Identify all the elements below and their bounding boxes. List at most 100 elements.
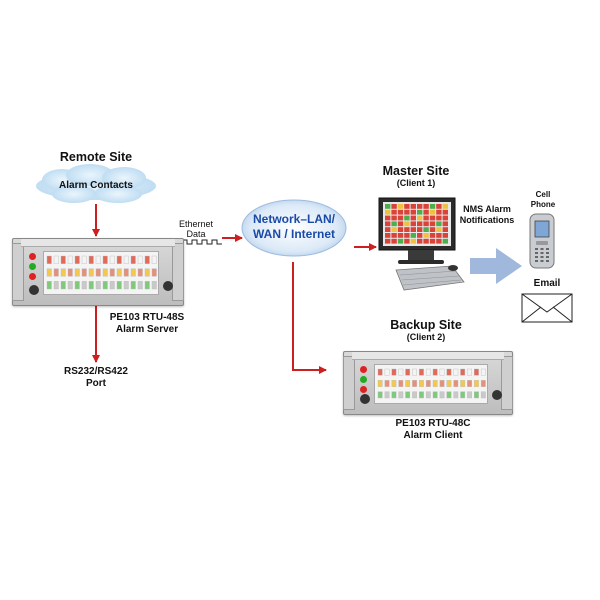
alarm-point-panel [43,251,159,295]
network-line-1: Network–LAN/ [252,212,335,226]
alarm-point-cell [391,380,397,387]
network-line-2: WAN / Internet [252,227,335,241]
screen-alarm-cell [442,215,448,221]
screen-alarm-cell [397,221,404,227]
alarm-point-cell [144,255,150,264]
alarm-point-cell [377,391,383,399]
client-role: Alarm Client [403,430,463,441]
alarm-point-cell [95,268,101,277]
alarm-point-cell [123,255,129,264]
server-label: PE103 RTU-48S Alarm Server [92,312,202,336]
nms-line-1: NMS Alarm [463,204,511,214]
screen-alarm-cell [410,221,416,227]
alarm-contacts-cloud-shape [36,164,156,203]
master-site-title: Master Site [382,164,450,178]
port-label: RS232/RS422 Port [46,366,146,390]
screen-alarm-cell [423,209,429,215]
screen-alarm-cell [397,215,404,221]
screen-alarm-cell [385,204,391,209]
alarm-point-cell [130,255,136,264]
alarm-point-cell [405,368,411,376]
alarm-point-cell [60,255,66,264]
screen-alarm-cell [410,209,416,215]
email-label: Email [533,278,561,289]
arrow-network-to-backup [292,262,327,374]
screen-alarm-cell [391,227,397,232]
screen-alarm-cell [442,204,448,209]
screen-alarm-cell [429,233,436,238]
alarm-point-cell [116,255,122,264]
screen-alarm-cell [423,233,429,238]
alarm-point-cell [53,268,59,277]
alarm-point-cell [432,380,438,387]
screen-alarm-cell [397,238,404,244]
alarm-point-cell [151,255,157,264]
alarm-point-cell [474,368,479,376]
screen-alarm-cell [385,215,391,221]
alarm-point-cell [439,380,445,387]
alarm-point-cell [81,268,87,277]
screen-alarm-cell [397,227,404,232]
alarm-point-cell [425,368,431,376]
screen-alarm-cell [404,215,410,221]
alarm-point-cell [467,380,472,387]
screen-alarm-cell [442,209,448,215]
screen-alarm-cell [423,221,429,227]
alarm-point-cell [384,391,390,399]
alarm-point-cell [391,368,397,376]
alarm-point-panel [374,364,488,404]
screen-alarm-cell [417,233,423,238]
alarm-point-cell [467,391,472,399]
alarm-point-cell [137,255,143,264]
alarm-point-cell [88,268,94,277]
master-site-label: Master Site (Client 1) [366,164,466,188]
screen-alarm-cell [385,209,391,215]
rack-ear [501,356,513,410]
alarm-point-cell [67,255,73,264]
alarm-point-cell [474,380,479,387]
screen-alarm-cell [429,221,436,227]
alarm-point-cell [130,281,136,290]
screen-alarm-cell [410,233,416,238]
alarm-point-cell [398,391,404,399]
alarm-point-cell [480,368,486,376]
alarm-point-cell [453,391,459,399]
rack-top-strip [352,352,504,360]
alarm-point-cell [81,281,87,290]
alarm-server-rack [12,238,184,306]
alarm-point-cell [137,281,143,290]
alarm-point-cell [151,281,157,290]
notification-arrow [470,248,522,284]
alarm-point-cell [67,268,73,277]
rack-knob [492,390,502,400]
phone-line-2: Phone [530,200,556,209]
alarm-point-cell [102,281,108,290]
phone-label: Cell Phone [526,190,560,210]
screen-alarm-cell [391,221,397,227]
port-line-1: RS232/RS422 [64,366,128,377]
screen-alarm-cell [404,233,410,238]
screen-alarm-cell [391,238,397,244]
alarm-point-cell [405,380,411,387]
alarm-point-cell [67,281,73,290]
screen-alarm-cell [429,209,436,215]
alarm-point-cell [446,391,452,399]
alarm-point-cell [384,380,390,387]
screen-alarm-cell [404,221,410,227]
alarm-point-cell [453,380,459,387]
alarm-point-cell [74,268,80,277]
screen-alarm-cell [429,204,436,209]
alarm-point-grid [377,368,486,399]
alarm-point-cell [95,281,101,290]
alarm-point-cell [74,255,80,264]
screen-alarm-cell [436,204,442,209]
alarm-point-cell [398,380,404,387]
alarm-point-cell [419,380,424,387]
status-leds [29,253,37,283]
screen-alarm-cell [417,209,423,215]
screen-alarm-cell [385,238,391,244]
screen-alarm-cell [397,204,404,209]
alarm-point-cell [439,391,445,399]
alarm-point-cell [480,380,486,387]
rack-knob [29,285,39,295]
